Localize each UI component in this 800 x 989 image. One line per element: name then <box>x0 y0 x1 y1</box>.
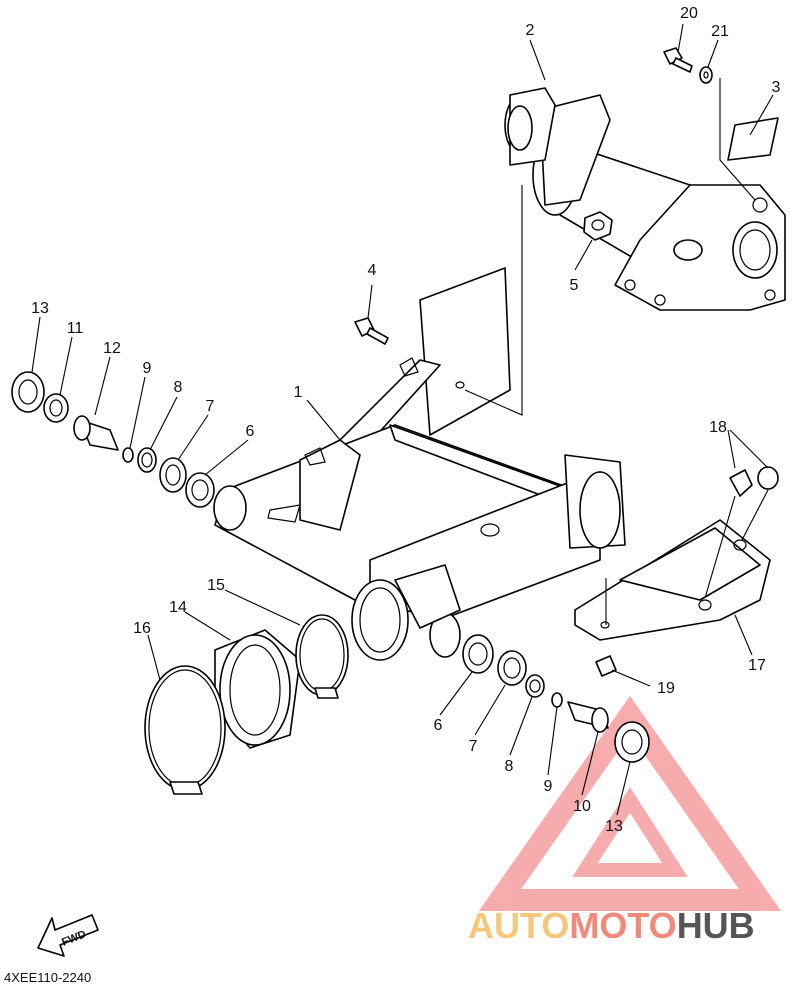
watermark-moto: MOTO <box>569 905 676 946</box>
label-9-right: 9 <box>544 778 553 795</box>
label-18: 18 <box>709 419 727 436</box>
bearing-part-6-right <box>462 634 494 674</box>
label-13-right: 13 <box>605 818 623 835</box>
label-6-left: 6 <box>246 423 255 440</box>
label-19: 19 <box>657 680 675 697</box>
diagram-code: 4XEE110-2240 <box>4 970 91 985</box>
washer-part-21 <box>699 66 713 84</box>
clamp-part-16 <box>144 665 226 795</box>
oring-part-9-left <box>122 447 134 463</box>
label-8-left: 8 <box>174 379 183 396</box>
label-20: 20 <box>680 5 698 22</box>
label-7-left: 7 <box>206 398 215 415</box>
boot-part-14 <box>214 629 301 749</box>
swingarm-part-1 <box>213 267 626 661</box>
watermark-hub: HUB <box>677 905 755 946</box>
label-4: 4 <box>368 262 377 279</box>
label-13-left: 13 <box>31 300 49 317</box>
label-1: 1 <box>294 384 303 401</box>
leader-lines <box>31 23 774 816</box>
label-6-right: 6 <box>434 717 443 734</box>
collar-part-12 <box>73 415 119 451</box>
label-11: 11 <box>67 320 84 337</box>
pivot-bolt-part-10 <box>567 701 609 733</box>
watermark-logo-triangle <box>478 695 782 911</box>
axle-housing-part-2 <box>504 87 786 311</box>
seal-part-7-right <box>497 650 527 686</box>
bearing-part-6-left <box>185 472 215 508</box>
label-2: 2 <box>526 22 535 39</box>
bolt-part-4 <box>354 317 389 345</box>
label-3: 3 <box>772 79 781 96</box>
label-plate-part-3 <box>727 117 779 161</box>
seal-part-13-left <box>11 371 45 413</box>
label-8-right: 8 <box>505 758 514 775</box>
cap-part-18 <box>729 466 779 497</box>
bolt-part-19 <box>595 655 617 677</box>
spacer-part-8-right <box>525 674 545 698</box>
seal-part-7-left <box>159 457 187 493</box>
label-10: 10 <box>573 798 591 815</box>
watermark-auto: AUTO <box>468 905 569 946</box>
watermark-text: AUTOMOTOHUB <box>468 905 755 946</box>
label-21: 21 <box>711 23 729 40</box>
nut-part-11 <box>43 393 69 423</box>
label-14: 14 <box>169 599 187 616</box>
spacer-part-8-left <box>137 447 157 473</box>
fwd-arrow-icon: FWD <box>37 914 99 957</box>
bolt-part-20 <box>663 47 693 73</box>
label-16: 16 <box>133 620 151 637</box>
oring-part-9-right <box>551 692 563 708</box>
seal-part-13-right <box>614 721 650 763</box>
label-7-right: 7 <box>469 738 478 755</box>
label-12: 12 <box>103 340 121 357</box>
label-15: 15 <box>207 577 225 594</box>
label-9-left: 9 <box>143 360 152 377</box>
clamp-part-15 <box>295 614 349 699</box>
part-labels: 20 21 2 3 4 5 1 13 11 12 9 8 7 6 18 17 1… <box>31 5 780 835</box>
label-5: 5 <box>570 277 579 294</box>
nut-part-5 <box>583 211 613 241</box>
label-17: 17 <box>748 657 766 674</box>
guard-part-17 <box>574 519 771 641</box>
